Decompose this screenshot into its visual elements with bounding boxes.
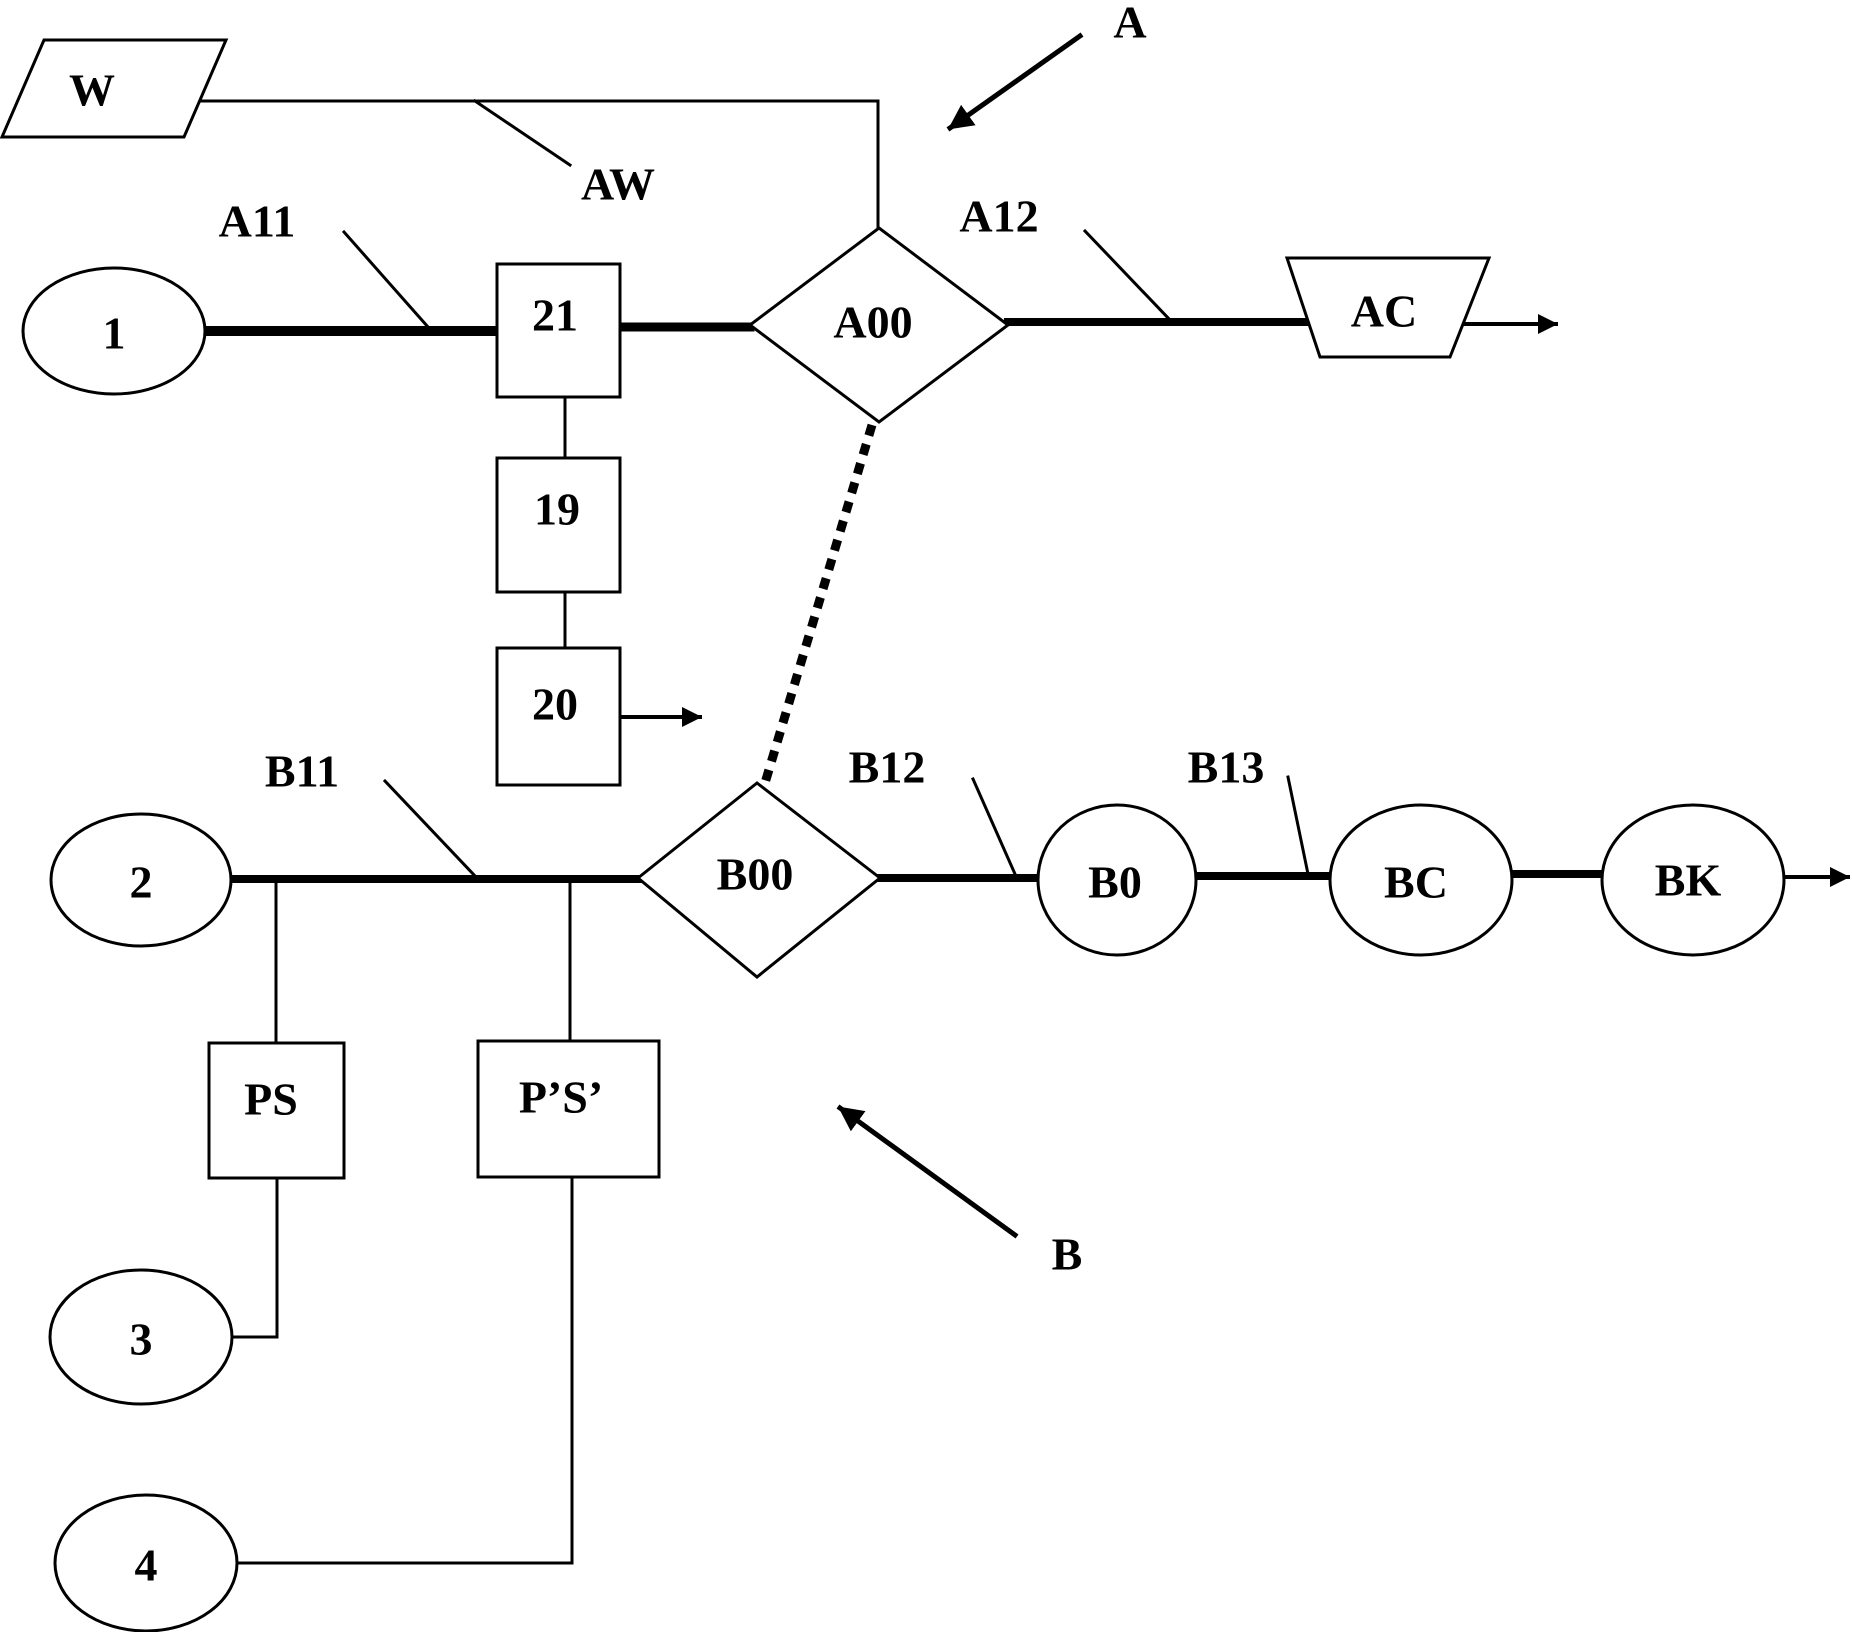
node-a00-shape: [747, 226, 1011, 424]
ref-b11-label: B11: [265, 746, 339, 797]
node-b00-label: B00: [717, 849, 794, 900]
node-bk-label: BK: [1655, 855, 1722, 906]
box-21-label: 21: [532, 290, 578, 341]
node-labels: W 1 2 3 4 21 19 20 A00 AC B00 B0 BC BK P…: [69, 65, 1721, 1591]
box-ps-label: PS: [244, 1074, 298, 1125]
pointer-arrow-a: [946, 32, 1084, 132]
leader-b11: [382, 778, 478, 879]
dotted-link-a00-b00: [760, 423, 877, 785]
leader-b12: [971, 777, 1017, 876]
diagram-nodes: [0, 38, 1786, 1632]
node-bc-shape: [1328, 803, 1514, 957]
box-psp-shape: [476, 1039, 661, 1179]
box-19-shape: [495, 456, 622, 594]
node-ac-label: AC: [1351, 286, 1417, 337]
node-2-shape: [49, 812, 233, 948]
node-3-shape: [48, 1268, 234, 1406]
reference-labels: A AW A11 A12 B11 B12 B13 B: [219, 0, 1265, 1280]
connector-lines: [200, 32, 1850, 1565]
box-19-label: 19: [534, 484, 580, 535]
node-ac-shape: [1284, 256, 1492, 359]
node-b0-label: B0: [1088, 857, 1142, 908]
line-psp-to-4: [235, 1175, 574, 1565]
leader-aw: [472, 98, 573, 168]
box-20-label: 20: [532, 679, 578, 730]
ref-a-label: A: [1113, 0, 1146, 48]
ref-aw-label: AW: [581, 159, 655, 210]
leader-b13: [1286, 775, 1310, 876]
node-b0-shape: [1036, 803, 1198, 957]
node-a00-label: A00: [833, 297, 912, 348]
node-3-label: 3: [130, 1314, 153, 1365]
ref-a12-label: A12: [959, 191, 1038, 242]
ref-b12-label: B12: [849, 742, 926, 793]
box-21-shape: [495, 262, 622, 399]
ref-b13-label: B13: [1188, 742, 1265, 793]
ref-a11-label: A11: [219, 196, 296, 247]
pointer-arrow-b: [836, 1104, 1019, 1239]
node-1-label: 1: [103, 308, 126, 359]
leader-a12: [1082, 228, 1173, 323]
node-2-label: 2: [130, 857, 153, 908]
leader-a11: [341, 229, 431, 330]
node-w-shape: [0, 38, 229, 139]
box-ps-shape: [207, 1041, 346, 1180]
node-bk-shape: [1600, 803, 1786, 957]
node-1-shape: [21, 266, 207, 396]
line-ps-to-3: [230, 1176, 279, 1339]
node-b00-shape: [635, 781, 883, 979]
box-psp-label: P’S’: [519, 1072, 603, 1123]
node-bc-label: BC: [1384, 857, 1448, 908]
node-w-label: W: [69, 65, 115, 116]
node-4-label: 4: [135, 1540, 158, 1591]
ref-b-label: B: [1052, 1229, 1083, 1280]
node-4-shape: [53, 1493, 239, 1632]
line-w-to-a00: [200, 99, 880, 230]
box-20-shape: [495, 646, 622, 787]
